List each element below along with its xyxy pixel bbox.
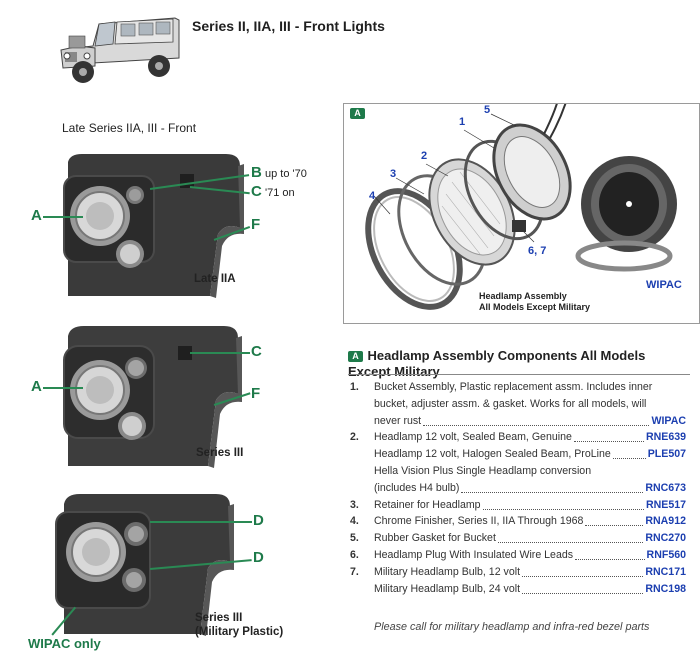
- callout-b: B: [251, 164, 262, 181]
- dot-leader: [522, 592, 643, 594]
- item-description: (includes H4 bulb): [374, 481, 460, 494]
- parts-row: Military Headlamp Bulb, 24 volt RNC198: [350, 581, 686, 598]
- page-title: Series II, IIA, III - Front Lights: [192, 18, 385, 34]
- dot-leader: [461, 491, 643, 493]
- item-description: bucket, adjuster assm. & gasket. Works f…: [374, 397, 647, 410]
- wipac-label: WIPAC: [646, 279, 682, 291]
- part-number-link[interactable]: PLE507: [647, 448, 686, 461]
- item-number: 7.: [350, 565, 359, 578]
- part-number-link[interactable]: RNC673: [645, 481, 686, 494]
- headlamp-exploded-drawing: [365, 104, 677, 310]
- item-description: never rust: [374, 414, 422, 427]
- item-description: Headlamp 12 volt, Halogen Sealed Beam, P…: [374, 448, 611, 461]
- diagram-badge: A: [350, 108, 365, 119]
- item-number: 3.: [350, 498, 359, 511]
- dot-leader: [585, 525, 643, 527]
- diagram-number: 4: [369, 190, 376, 202]
- callout-f: F: [251, 216, 261, 233]
- item-description: Chrome Finisher, Series II, IIA Through …: [374, 515, 584, 528]
- item-description: Bucket Assembly, Plastic replacement ass…: [374, 381, 653, 393]
- callout-a: A: [31, 378, 42, 395]
- diagram-number: 1: [459, 116, 466, 128]
- wipac-only-label: WIPAC only: [28, 636, 101, 651]
- part-number-link[interactable]: RNA912: [645, 515, 686, 528]
- dot-leader: [483, 508, 644, 510]
- item-description: Headlamp 12 volt, Sealed Beam, Genuine: [374, 431, 572, 444]
- parts-row: (includes H4 bulb) RNC673: [350, 480, 686, 497]
- item-number: 2.: [350, 431, 359, 444]
- footnote: Please call for military headlamp and in…: [374, 621, 650, 633]
- parts-row: 5. Rubber Gasket for Bucket RNC270: [350, 530, 686, 547]
- diagram-number: 3: [390, 168, 397, 180]
- diagram-caption: Headlamp Assembly: [479, 291, 567, 301]
- diagram-number: 5: [484, 104, 491, 116]
- item-description: Military Headlamp Bulb, 24 volt: [374, 582, 521, 595]
- section-title: Late Series IIA, III - Front: [62, 121, 197, 135]
- callout-c: C: [251, 183, 262, 200]
- leader-line: [150, 521, 252, 523]
- parts-row: 6. Headlamp Plug With Insulated Wire Lead…: [350, 547, 686, 564]
- panel-caption: Late IIA: [194, 273, 236, 285]
- wing-illustration-series-iii: [58, 322, 248, 470]
- divider: [348, 374, 690, 375]
- parts-row: Headlamp 12 volt, Halogen Sealed Beam, P…: [350, 446, 686, 463]
- callout-c: C: [251, 343, 262, 360]
- callout-d: D: [253, 512, 264, 529]
- item-number: 5.: [350, 532, 359, 545]
- item-number: 4.: [350, 515, 359, 528]
- wing-illustration-military-plastic: [52, 490, 242, 638]
- part-number-link[interactable]: RNC171: [645, 565, 686, 578]
- item-description: Rubber Gasket for Bucket: [374, 532, 496, 545]
- part-number-link[interactable]: RNE517: [645, 498, 686, 511]
- part-number-link[interactable]: RNF560: [646, 549, 686, 561]
- parts-row: 4. Chrome Finisher, Series II, IIA Throug…: [350, 513, 686, 530]
- item-number: 1.: [350, 381, 359, 393]
- exploded-diagram: A: [343, 103, 700, 324]
- part-number-link[interactable]: RNC198: [645, 582, 686, 595]
- dot-leader: [613, 458, 646, 460]
- parts-row: 1. Bucket Assembly, Plastic replacement a…: [350, 379, 686, 396]
- parts-title: Headlamp Assembly Components All Models: [367, 348, 646, 363]
- part-number-link[interactable]: WIPAC: [651, 414, 686, 427]
- callout-c-note: '71 on: [265, 187, 295, 199]
- leader-line: [190, 352, 250, 354]
- item-description: Hella Vision Plus Single Headlamp conver…: [374, 465, 592, 477]
- callout-b-note: up to '70: [265, 168, 307, 180]
- panel-caption: Series III: [195, 612, 243, 624]
- callout-f: F: [251, 385, 261, 402]
- part-number-link[interactable]: RNC270: [645, 532, 686, 545]
- callout-a: A: [31, 207, 42, 224]
- callout-d: D: [253, 549, 264, 566]
- parts-title: Except Military: [348, 364, 440, 379]
- parts-badge: A: [348, 351, 363, 362]
- landrover-illustration: [55, 6, 185, 90]
- part-number-link[interactable]: RNE639: [645, 431, 686, 444]
- parts-row: never rust WIPAC: [350, 413, 686, 430]
- parts-row: 3. Retainer for Headlamp RNE517: [350, 497, 686, 514]
- parts-row: bucket, adjuster assm. & gasket. Works f…: [350, 396, 686, 413]
- item-description: Headlamp Plug With Insulated Wire Leads: [374, 549, 574, 561]
- item-description: Military Headlamp Bulb, 12 volt: [374, 565, 521, 578]
- parts-row: 7. Military Headlamp Bulb, 12 volt RNC171: [350, 564, 686, 581]
- dot-leader: [423, 424, 649, 426]
- leader-line: [43, 216, 83, 218]
- dot-leader: [522, 575, 643, 577]
- diagram-number: 6, 7: [528, 245, 547, 257]
- dot-leader: [574, 441, 644, 443]
- dot-leader: [575, 559, 645, 560]
- panel-caption: (Military Plastic): [195, 626, 284, 638]
- diagram-caption: All Models Except Military: [479, 302, 591, 312]
- panel-caption: Series III: [196, 447, 244, 459]
- dot-leader: [498, 542, 643, 544]
- diagram-number: 2: [421, 150, 428, 162]
- item-number: 6.: [350, 549, 359, 561]
- leader-line: [43, 387, 83, 389]
- parts-row: 2. Headlamp 12 volt, Sealed Beam, Genuine…: [350, 429, 686, 446]
- parts-row: Hella Vision Plus Single Headlamp conver…: [350, 463, 686, 480]
- item-description: Retainer for Headlamp: [374, 498, 481, 511]
